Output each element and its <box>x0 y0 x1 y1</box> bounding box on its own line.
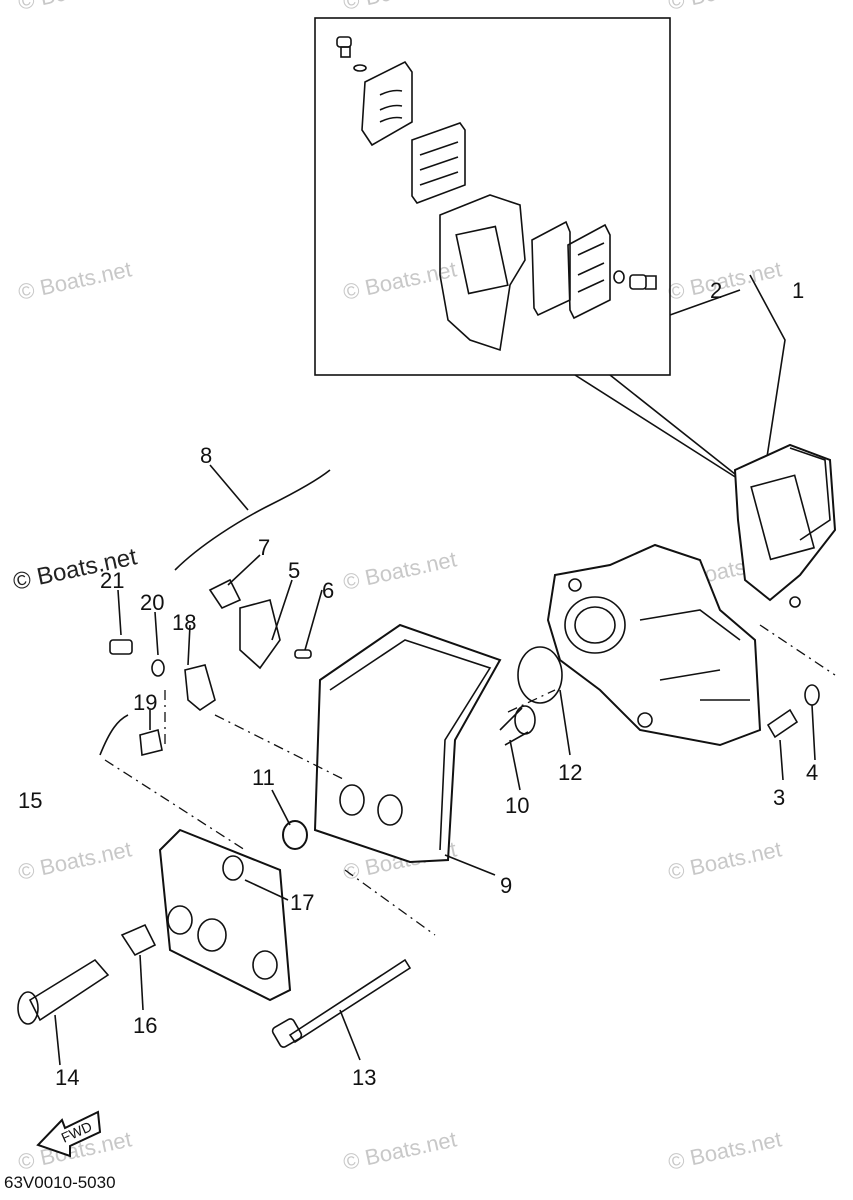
callouts: 1 2 3 4 5 6 7 8 9 10 11 12 13 14 15 16 1… <box>18 278 818 1090</box>
knob-16 <box>120 923 157 957</box>
callout-9: 9 <box>500 873 512 898</box>
callout-6: 6 <box>322 578 334 603</box>
bolt-and-washer <box>766 684 820 739</box>
watermark: © Boats.net <box>341 546 459 594</box>
callout-18: 18 <box>172 610 196 635</box>
callout-20: 20 <box>140 590 164 615</box>
callout-19: 19 <box>133 690 157 715</box>
callout-10: 10 <box>505 793 529 818</box>
inset-pointer <box>574 374 741 481</box>
callout-5: 5 <box>288 558 300 583</box>
bracket-parts <box>109 639 216 757</box>
callout-12: 12 <box>558 760 582 785</box>
diagram-code: 63V0010-5030 <box>4 1173 116 1192</box>
o-ring <box>517 646 563 704</box>
callout-1: 1 <box>792 278 804 303</box>
center-line <box>507 689 556 713</box>
intake-silencer <box>313 623 502 864</box>
center-line <box>759 624 836 676</box>
collar <box>499 705 536 746</box>
callout-3: 3 <box>773 785 785 810</box>
reed-valve-assembly <box>733 443 837 608</box>
callout-7: 7 <box>258 535 270 560</box>
callout-2: 2 <box>710 278 722 303</box>
bolt-13 <box>271 958 412 1048</box>
pin-14 <box>17 958 110 1025</box>
small-hose <box>99 714 129 756</box>
callout-13: 13 <box>352 1065 376 1090</box>
center-line <box>214 714 346 781</box>
watermark: © Boats.net <box>666 1126 784 1174</box>
carburetor-body <box>546 543 762 747</box>
watermark: © Boats.net <box>341 1126 459 1174</box>
callout-21: 21 <box>100 568 124 593</box>
center-line <box>104 759 246 851</box>
callout-16: 16 <box>133 1013 157 1038</box>
callout-15: 15 <box>18 788 42 813</box>
watermark: © Boats.net <box>666 256 784 304</box>
reed-valve-inset <box>314 17 671 376</box>
callout-4: 4 <box>806 760 818 785</box>
hose <box>174 469 331 571</box>
linkage <box>208 578 312 670</box>
callout-14: 14 <box>55 1065 79 1090</box>
clip-17 <box>222 855 244 881</box>
silencer-cover <box>158 828 292 1002</box>
watermark: © Boats.net <box>666 836 784 884</box>
callout-8: 8 <box>200 443 212 468</box>
watermark: © Boats.net <box>16 0 134 15</box>
watermark: © Boats.net <box>666 0 784 15</box>
grommet <box>282 820 308 850</box>
watermark: © Boats.net <box>16 256 134 304</box>
callout-17: 17 <box>290 890 314 915</box>
callout-11: 11 <box>252 765 275 790</box>
watermark: © Boats.net <box>16 836 134 884</box>
center-line <box>344 869 436 936</box>
watermark: © Boats.net <box>341 0 459 15</box>
